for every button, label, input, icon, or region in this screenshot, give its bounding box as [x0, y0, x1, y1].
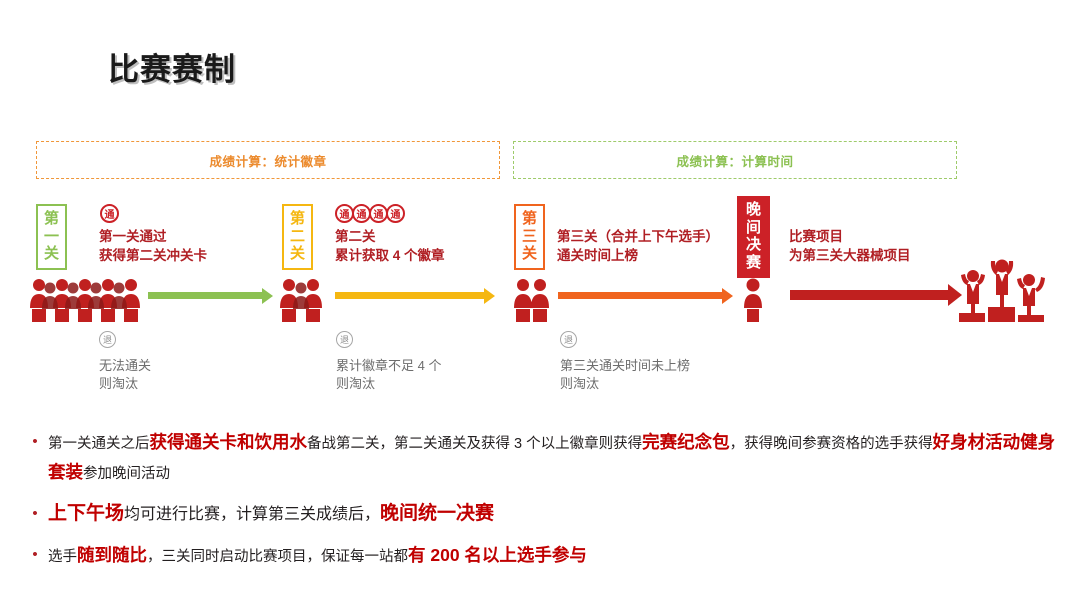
- stage-chip-2: 第 二 关: [282, 204, 313, 271]
- elimination-stage-1: 退 无法通关 则淘汰: [99, 331, 151, 394]
- stage-3-char-1: 第: [521, 210, 537, 227]
- pass-badge-icon: 通: [100, 204, 119, 223]
- bullet-marker: •: [32, 505, 38, 522]
- bullet-marker: •: [32, 433, 38, 450]
- flow-arrow-final: [790, 284, 962, 306]
- arrow-shaft: [558, 292, 723, 299]
- stage-2-char-3: 关: [289, 245, 305, 263]
- flow-arrow-3: [558, 287, 733, 304]
- bullet-plain-text: 第一关通关之后: [48, 436, 150, 452]
- eliminate-icon: 退: [560, 331, 577, 348]
- elim-2-line1: 累计徽章不足 4 个: [336, 358, 442, 373]
- elimination-stage-2: 退 累计徽章不足 4 个 则淘汰: [336, 331, 441, 394]
- stage-chip-1: 第 一 关: [36, 204, 67, 271]
- final-char-2: 间: [745, 218, 761, 236]
- stage-1-char-2: 一: [43, 227, 59, 245]
- eliminate-icon: 退: [336, 331, 353, 348]
- bullet-highlight-text: 随到随比: [77, 545, 147, 565]
- bullet-highlight-text: 晚间统一决赛: [380, 503, 495, 524]
- pass-badge-row-2: 通 通 通 通: [335, 204, 405, 223]
- final-char-1: 晚: [745, 201, 761, 218]
- elimination-stage-3: 退 第三关通关时间未上榜 则淘汰: [560, 331, 690, 394]
- elim-3-line1: 第三关通关时间未上榜: [560, 358, 691, 373]
- bullet-text: 选手随到随比，三关同时启动比赛项目，保证每一站都有 200 名以上选手参与: [48, 541, 1062, 571]
- people-group-final: [742, 276, 766, 329]
- eliminate-icon: 退: [99, 331, 116, 348]
- stage-3-description: 第三关（合并上下午选手） 通关时间上榜: [557, 228, 719, 265]
- band-time-label: 成绩计算：计算时间: [676, 154, 794, 169]
- elim-3-line2: 则淘汰: [560, 376, 600, 392]
- stage-3-char-3: 关: [521, 245, 537, 263]
- flow-arrow-2: [335, 287, 495, 304]
- rules-bullet-list: • 第一关通关之后获得通关卡和饮用水备战第二关，第二关通关及获得 3 个以上徽章则…: [22, 428, 1062, 583]
- arrow-head: [948, 284, 962, 306]
- flow-arrow-1: [148, 287, 273, 304]
- stage-2-char-1: 第: [289, 210, 305, 227]
- people-group-stage-2: [277, 276, 327, 329]
- pass-badge-icon: 通: [386, 204, 405, 223]
- stage-1-char-1: 第: [43, 210, 59, 227]
- arrow-head: [722, 287, 733, 304]
- people-group-stage-3: [512, 276, 552, 329]
- bullet-highlight-text: 上下午场: [48, 503, 125, 524]
- winners-podium-icon: [957, 249, 1047, 329]
- final-desc-line1: 比赛项目: [789, 229, 843, 244]
- elimination-stage-1-text: 无法通关 则淘汰: [99, 357, 151, 394]
- arrow-head: [262, 287, 273, 304]
- stage-chip-3: 第 三 关: [514, 204, 545, 271]
- elimination-stage-3-text: 第三关通关时间未上榜 则淘汰: [560, 357, 690, 394]
- bullet-text: 上下午场均可进行比赛，计算第三关成绩后，晚间统一决赛: [48, 500, 1062, 529]
- bullet-plain-text: 参加晚间活动: [83, 466, 170, 482]
- pass-badge-row-1: 通: [100, 204, 119, 223]
- final-description: 比赛项目 为第三关大器械项目: [789, 228, 911, 265]
- final-char-3: 决: [745, 236, 761, 254]
- bullet-highlight-text: 完赛纪念包: [642, 432, 730, 452]
- stage-2-desc-line2: 累计获取 4 个徽章: [335, 247, 445, 263]
- bullet-plain-text: 备战第二关，第二关通关及获得 3 个以上徽章则获得: [307, 436, 643, 452]
- bullet-item: • 选手随到随比，三关同时启动比赛项目，保证每一站都有 200 名以上选手参与: [22, 541, 1062, 571]
- stage-1-char-3: 关: [43, 245, 59, 263]
- elim-1-line2: 则淘汰: [99, 376, 139, 392]
- people-group-stage-1: [27, 276, 145, 329]
- band-badge-label: 成绩计算：统计徽章: [209, 154, 327, 169]
- bullet-plain-text: 选手: [48, 549, 77, 565]
- bullet-marker: •: [32, 546, 38, 563]
- competition-flow-diagram: 第 一 关 通 第一关通过 获得第二关冲关卡: [0, 190, 1080, 335]
- bullet-highlight-text: 有 200 名以上选手参与: [408, 545, 587, 565]
- arrow-shaft: [148, 292, 263, 299]
- band-score-by-badge: 成绩计算：统计徽章: [36, 141, 500, 179]
- band-score-by-time: 成绩计算：计算时间: [513, 141, 957, 179]
- stage-1-description: 第一关通过 获得第二关冲关卡: [99, 228, 207, 265]
- stage-3-desc-line1: 第三关（合并上下午选手）: [557, 229, 719, 244]
- bullet-plain-text: ，获得晚间参赛资格的选手获得: [729, 436, 933, 452]
- page-title: 比赛赛制: [108, 52, 236, 87]
- arrow-head: [484, 287, 495, 304]
- bullet-plain-text: 均可进行比赛，计算第三关成绩后，: [124, 506, 381, 523]
- stage-3-char-2: 三: [521, 227, 537, 245]
- bullet-highlight-text: 获得通关卡和饮用水: [149, 432, 308, 452]
- bullet-text: 第一关通关之后获得通关卡和饮用水备战第二关，第二关通关及获得 3 个以上徽章则获…: [48, 428, 1062, 488]
- bullet-highlight-text: 好身材活动健身套装: [48, 432, 1056, 482]
- arrow-shaft: [790, 290, 952, 300]
- stage-2-description: 第二关 累计获取 4 个徽章: [335, 228, 445, 265]
- bullet-plain-text: ，三关同时启动比赛项目，保证每一站都: [147, 549, 408, 565]
- stage-3-desc-line2: 通关时间上榜: [557, 247, 638, 263]
- stage-1-desc-line2: 获得第二关冲关卡: [99, 247, 207, 263]
- stage-2-desc-line1: 第二关: [335, 229, 376, 244]
- final-stage-chip: 晚 间 决 赛: [737, 196, 770, 278]
- elimination-stage-2-text: 累计徽章不足 4 个 则淘汰: [336, 357, 441, 394]
- arrow-shaft: [335, 292, 485, 299]
- bullet-item: • 上下午场均可进行比赛，计算第三关成绩后，晚间统一决赛: [22, 500, 1062, 529]
- elim-2-line2: 则淘汰: [336, 376, 376, 392]
- final-char-4: 赛: [745, 254, 761, 272]
- stage-2-char-2: 二: [289, 227, 305, 245]
- elim-1-line1: 无法通关: [99, 358, 152, 373]
- final-desc-line2: 为第三关大器械项目: [789, 247, 911, 263]
- stage-1-desc-line1: 第一关通过: [99, 229, 167, 244]
- bullet-item: • 第一关通关之后获得通关卡和饮用水备战第二关，第二关通关及获得 3 个以上徽章则…: [22, 428, 1062, 488]
